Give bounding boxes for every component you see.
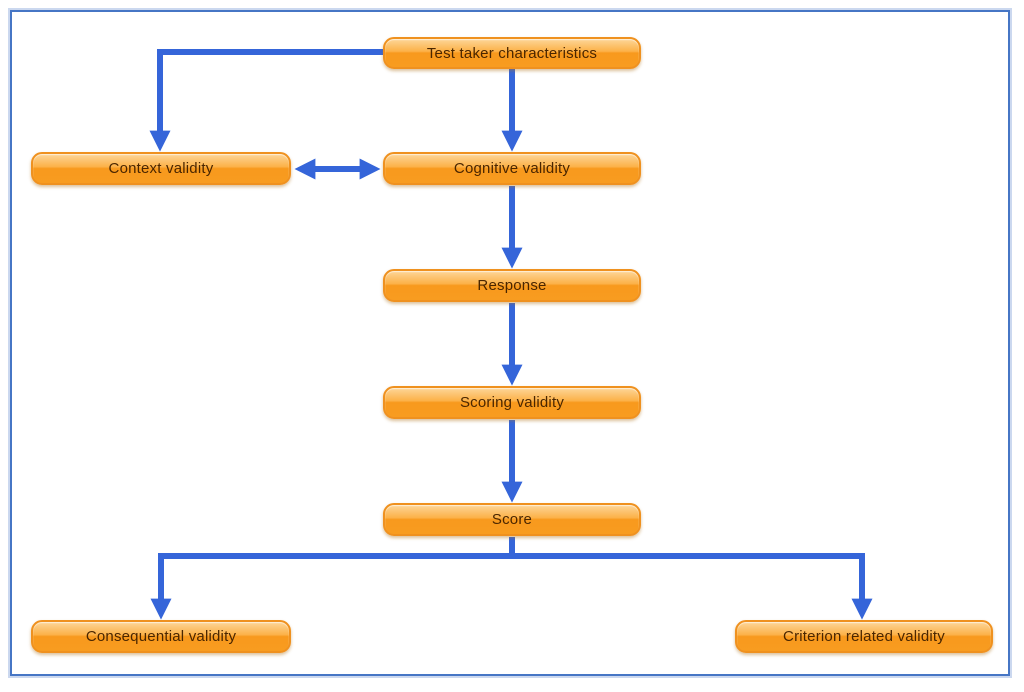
node-label: Score [491,511,533,528]
node-label: Test taker characteristics [426,44,598,62]
node-scoring-validity: Scoring validity [383,386,641,419]
node-consequential-validity: Consequential validity [31,620,291,653]
node-response: Response [383,269,641,302]
node-context-validity: Context validity [31,152,291,185]
node-criterion-related-validity: Criterion related validity [735,620,993,653]
node-score: Score [383,503,641,536]
node-label: Cognitive validity [453,160,571,177]
arrow-test-taker-to-context [149,49,383,152]
node-test-taker-characteristics: Test taker characteristics [383,37,641,69]
node-label: Consequential validity [85,628,237,645]
node-label: Scoring validity [459,394,565,411]
node-cognitive-validity: Cognitive validity [383,152,641,185]
node-label: Response [477,277,547,294]
node-label: Context validity [108,160,214,177]
node-label: Criterion related validity [783,628,945,645]
